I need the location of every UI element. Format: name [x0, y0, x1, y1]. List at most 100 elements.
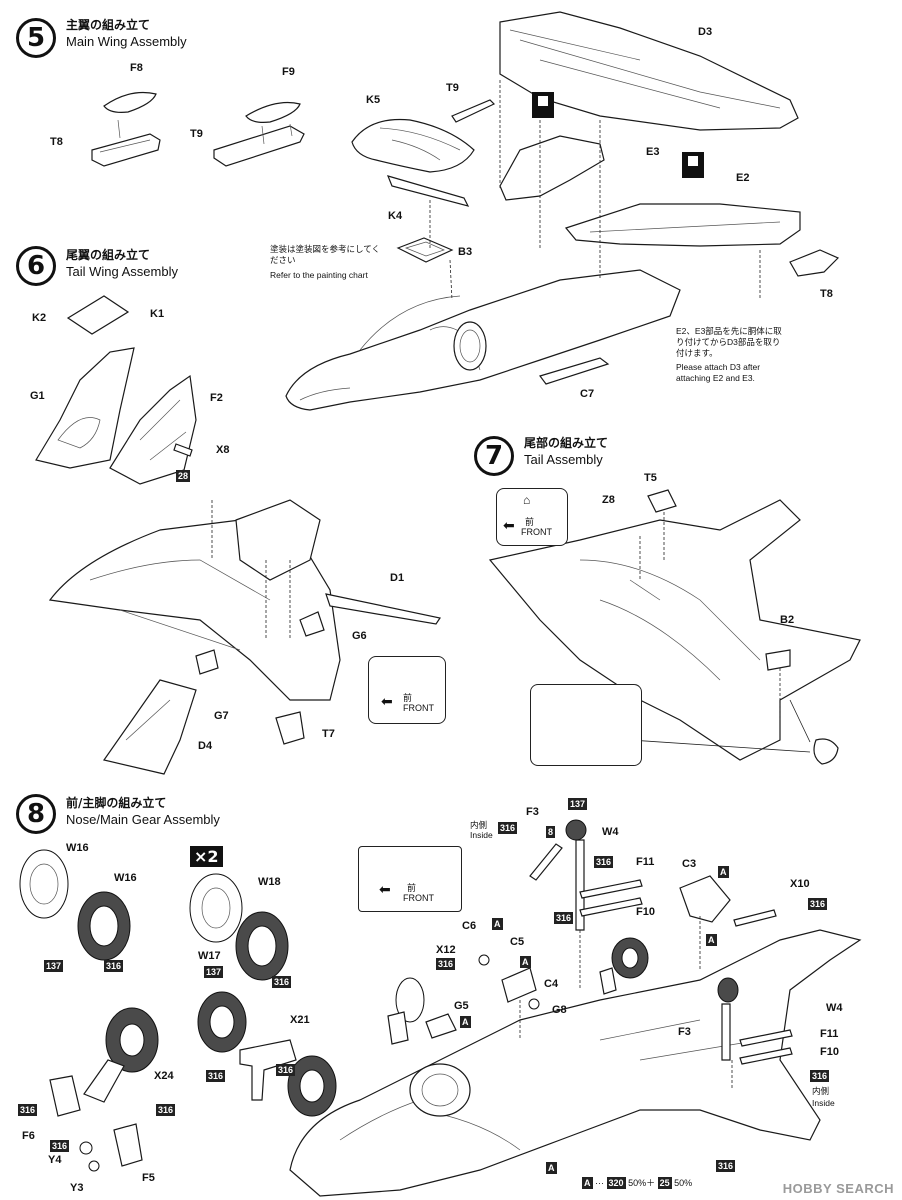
part-label-f11: F11 [636, 856, 655, 868]
part-label-t5: T5 [644, 472, 657, 484]
part-label-c4: C4 [544, 978, 559, 990]
part-g7-drawing [195, 649, 219, 675]
fuselage-step8-drawing [289, 929, 862, 1197]
part-label-x8: X8 [216, 444, 230, 456]
part-b2-drawing [765, 649, 791, 671]
paint-code-137c: 137 [568, 798, 588, 810]
paint-code-316b: 316 [272, 976, 292, 988]
part-label-e2: E2 [736, 172, 750, 184]
part-f8-drawing [103, 91, 157, 113]
step-5-title-en: Main Wing Assembly [66, 34, 187, 49]
paint-code-a4: A [520, 956, 531, 968]
paint-code-a3: A [492, 918, 503, 930]
step-6-title-en: Tail Wing Assembly [66, 264, 178, 279]
part-label-w17: W17 [198, 950, 221, 962]
part-label-k1: K1 [150, 308, 165, 320]
part-label-f3: F3 [526, 806, 539, 818]
step-7-title-jp: 尾部の組み立て [524, 436, 609, 450]
part-label-w16: W16 [66, 842, 89, 854]
part-e2-drawing [564, 203, 801, 247]
paint-code-316k: 316 [554, 912, 574, 924]
part-label-c6: C6 [462, 920, 477, 932]
part-label-f10: F10 [636, 906, 655, 918]
part-label-g7: G7 [214, 710, 229, 722]
part-t9-drawing [213, 125, 305, 167]
mix-percent-2: 50% [674, 1178, 693, 1188]
paint-code-137: 137 [44, 960, 64, 972]
paint-code-316m: 316 [810, 1070, 830, 1082]
front-label-en: FRONT [403, 893, 434, 903]
paint-note-en: Refer to the painting chart [270, 270, 368, 280]
front-indicator-box-7: ⌂ ⬅ 前 FRONT [496, 488, 568, 546]
watermark-logo: HOBBY SEARCH [783, 1181, 894, 1196]
part-c3-drawing [679, 875, 731, 923]
multiplier-badge: ×2 [190, 846, 223, 867]
part-g1-drawing [35, 347, 135, 469]
part-k2-k1-drawing [66, 295, 130, 335]
part-label-f6: F6 [22, 1130, 35, 1142]
part-label-d4: D4 [198, 740, 213, 752]
part-label-f3b: F3 [678, 1026, 691, 1038]
paint-code-316j: 316 [808, 898, 828, 910]
part-e3-drawing [499, 135, 605, 201]
part-label-f5: F5 [142, 1172, 155, 1184]
part-label-w18: W18 [258, 876, 281, 888]
part-label-w4: W4 [602, 826, 619, 838]
part-k4-drawing [386, 175, 470, 207]
part-label-f2: F2 [210, 392, 223, 404]
part-d4-drawing [102, 679, 197, 775]
watermark-text: HOBBY SEARCH [782, 1181, 894, 1196]
part-t5-drawing [647, 489, 677, 513]
e2e3-note-jp: E2、E3部品を先に胴体に取り付けてからD3部品を取り付けます。 [676, 326, 782, 358]
paint-code-316e: 316 [18, 1104, 38, 1116]
front-indicator-box-6: ⬅ 前 FRONT [368, 656, 446, 724]
step-8-title-en: Nose/Main Gear Assembly [66, 812, 220, 827]
step-5-title-jp: 主翼の組み立て [66, 18, 151, 32]
part-label-g5: G5 [454, 1000, 469, 1012]
part-label-w4b: W4 [826, 1002, 843, 1014]
part-label-g6: G6 [352, 630, 367, 642]
step-6-title-jp: 尾翼の組み立て [66, 248, 151, 262]
e2e3-note-en: Please attach D3 after attaching E2 and … [676, 362, 761, 383]
step-5-number: 5 [16, 18, 56, 58]
paint-code-316l: 316 [436, 958, 456, 970]
step-8-number: 8 [16, 794, 56, 834]
inside-label-jp: 内側 [470, 820, 488, 830]
paint-code-a6: A [546, 1162, 557, 1174]
part-label-z8: Z8 [602, 494, 615, 506]
part-label-f8: F8 [130, 62, 143, 74]
mix-code-1: 320 [606, 1177, 626, 1189]
paint-code-316d: 316 [276, 1064, 296, 1076]
part-g6-drawing [299, 611, 325, 637]
part-label-f10b: F10 [820, 1046, 839, 1058]
part-label-b2: B2 [780, 614, 795, 626]
paint-code-8: 8 [546, 826, 556, 838]
inside-label-jp-2: 内側 [812, 1086, 830, 1096]
part-label-d3: D3 [698, 26, 713, 38]
part-label-t7: T7 [322, 728, 335, 740]
part-label-x12: X12 [436, 944, 456, 956]
part-label-x10: X10 [790, 878, 810, 890]
paint-code-316: 316 [104, 960, 124, 972]
paint-code-a5: A [460, 1016, 471, 1028]
step-7-title-en: Tail Assembly [524, 452, 603, 467]
paint-code-28: 28 [176, 470, 191, 482]
part-label-k5: K5 [366, 94, 381, 106]
paint-code-316f: 316 [156, 1104, 176, 1116]
mix-code-2: 25 [657, 1177, 672, 1189]
front-label-jp: 前 [407, 883, 417, 893]
part-label-k2: K2 [32, 312, 47, 324]
part-label-c3: C3 [682, 858, 697, 870]
part-label-x21: X21 [290, 1014, 310, 1026]
part-label-g8: G8 [552, 1004, 567, 1016]
front-label-jp: 前 [403, 693, 413, 703]
front-arrow-icon: ⬅ [503, 517, 515, 533]
mix-dots: ··· [595, 1178, 605, 1188]
part-label-t9: T9 [190, 128, 203, 140]
part-label-c7: C7 [580, 388, 595, 400]
paint-code-316g: 316 [50, 1140, 70, 1152]
detail-box-t4-t1 [530, 684, 642, 766]
step-7-number: 7 [474, 436, 514, 476]
paint-code-316h: 316 [498, 822, 518, 834]
